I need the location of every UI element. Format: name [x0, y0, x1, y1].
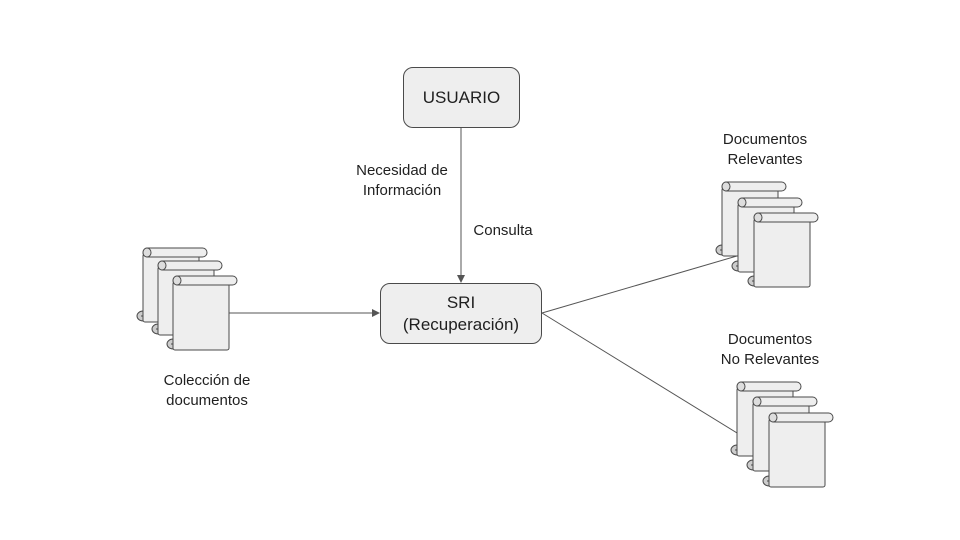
- sri-label-line2: (Recuperación): [402, 314, 520, 334]
- no-relevantes-document-stack: [730, 381, 834, 488]
- necesidad-label: Necesidad de Información: [340, 161, 464, 201]
- coleccion-label-line1: Colección de: [163, 372, 251, 389]
- consulta-label: Consulta: [462, 221, 544, 241]
- document-icon: [747, 212, 819, 288]
- relevantes-document-stack: [715, 181, 819, 288]
- necesidad-label-line1: Necesidad de: [356, 162, 448, 179]
- no-relevantes-label: Documentos No Relevantes: [705, 330, 835, 370]
- relevantes-label-line2: Relevantes: [727, 151, 803, 168]
- document-icon: [762, 412, 834, 488]
- coleccion-label: Colección de documentos: [147, 371, 267, 411]
- usuario-label: USUARIO: [422, 87, 501, 107]
- edge-sri-to-relevantes: [541, 249, 755, 314]
- sri-node: SRI (Recuperación): [380, 283, 542, 344]
- necesidad-label-line2: Información: [362, 182, 442, 199]
- document-icon: [166, 275, 238, 351]
- no-relevantes-label-line2: No Relevantes: [720, 351, 820, 368]
- coleccion-document-stack: [136, 247, 238, 351]
- edge-sri-to-no-relevantes: [541, 312, 769, 453]
- relevantes-label-line1: Documentos: [722, 131, 808, 148]
- relevantes-label: Documentos Relevantes: [705, 130, 825, 170]
- sri-label-line1: SRI: [446, 292, 476, 312]
- coleccion-label-line2: documentos: [166, 392, 248, 409]
- usuario-node: USUARIO: [403, 67, 520, 128]
- no-relevantes-label-line1: Documentos: [727, 331, 813, 348]
- consulta-label-text: Consulta: [473, 222, 533, 239]
